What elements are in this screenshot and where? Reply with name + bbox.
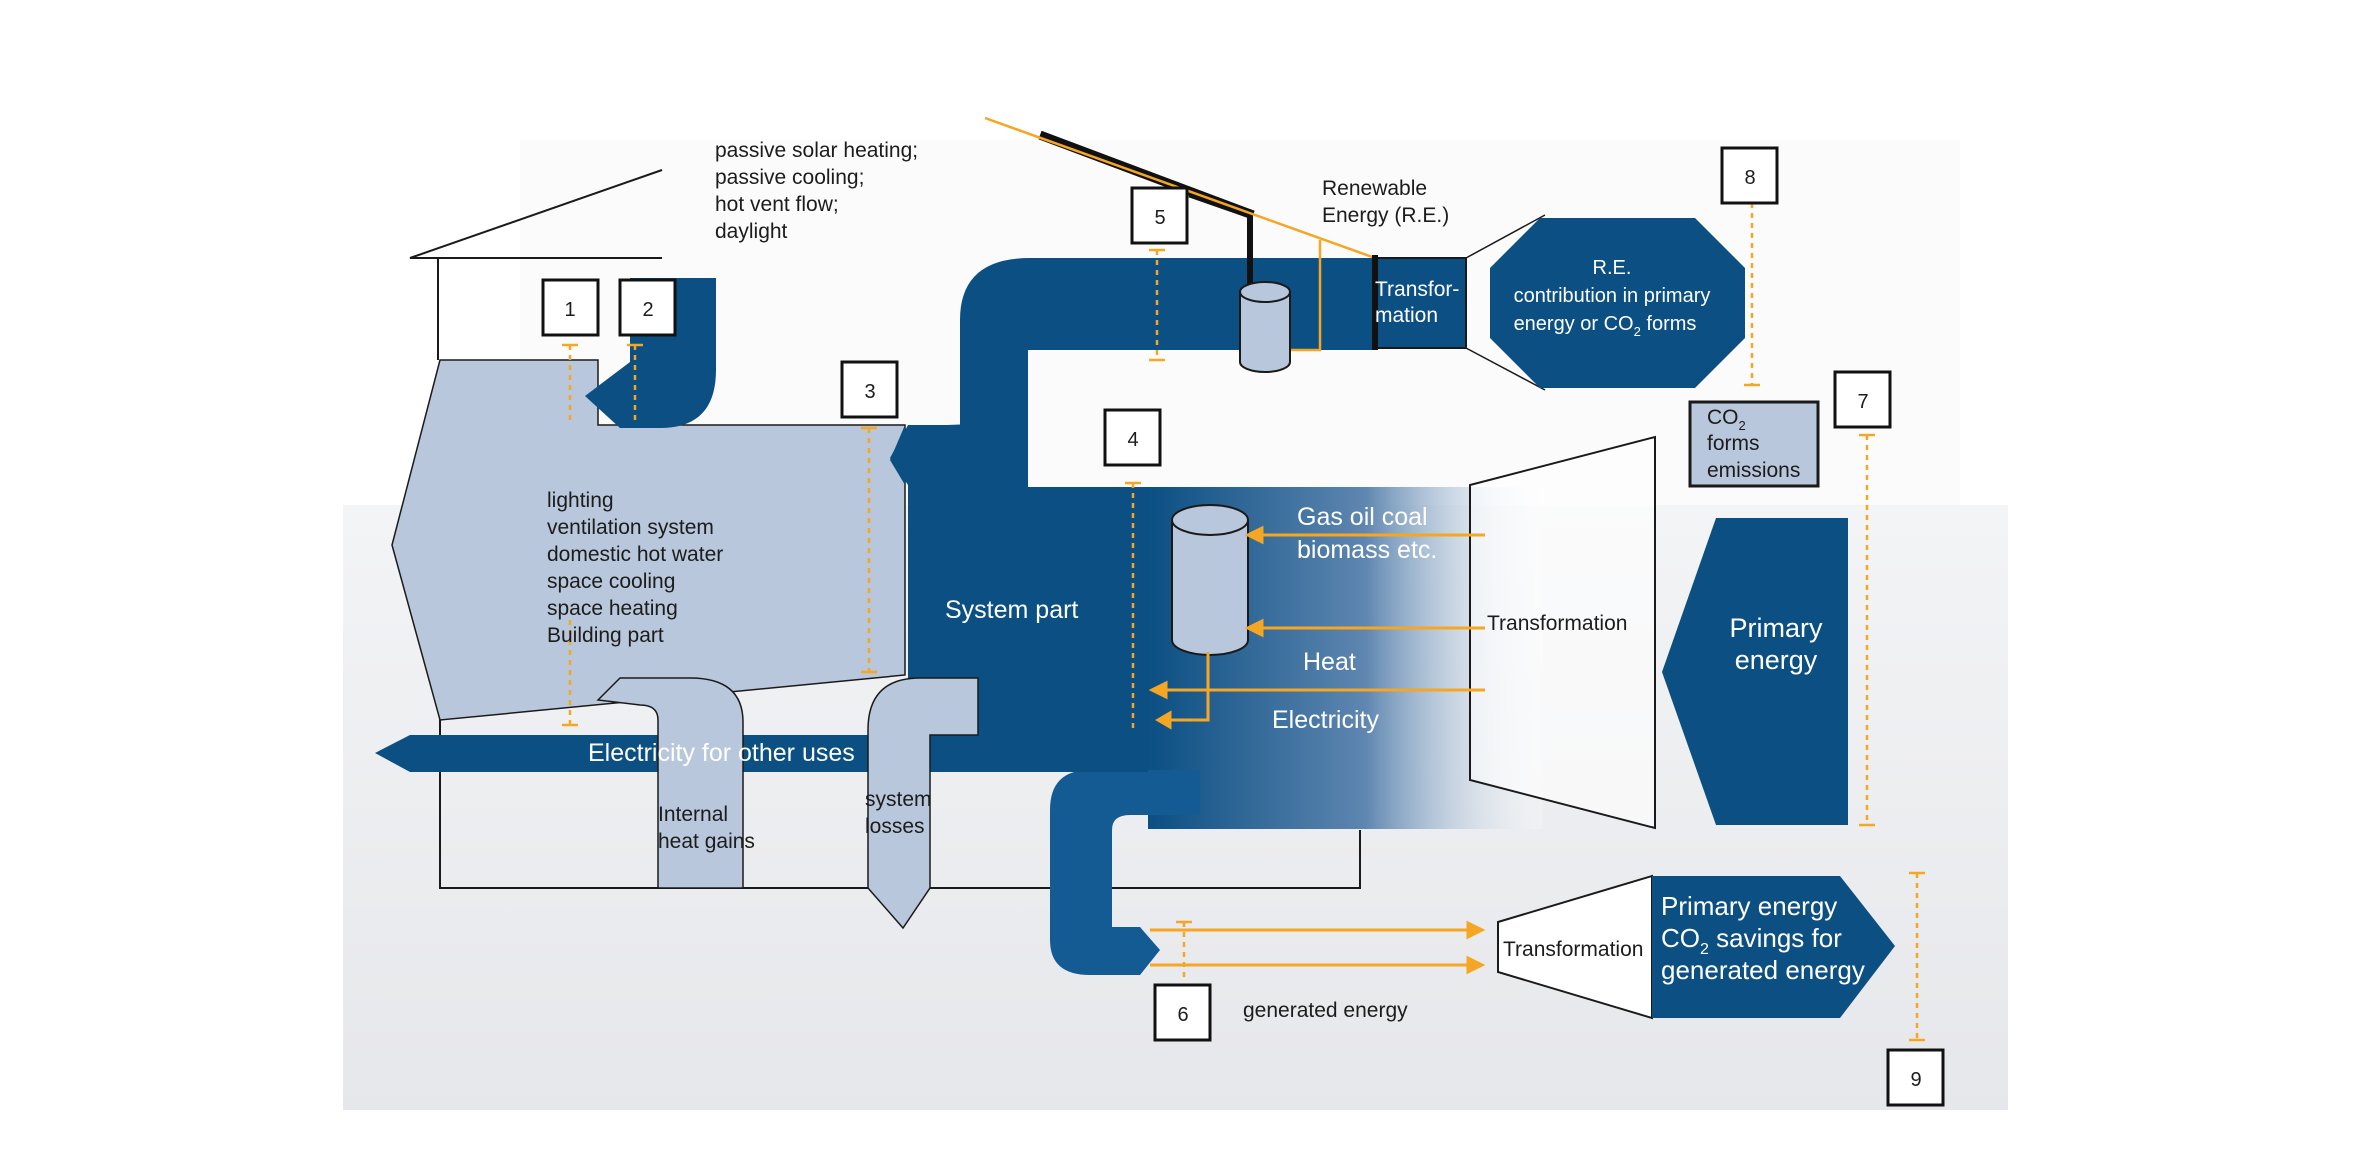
marker-box-6 xyxy=(1153,983,1212,1042)
transformation-top-line-1: Transfor- xyxy=(1375,278,1459,301)
marker-box-5 xyxy=(1130,186,1189,245)
marker-6: 6 xyxy=(1177,1004,1188,1026)
co2-box-line-1: CO2 xyxy=(1707,406,1746,433)
electricity-other-arrow xyxy=(375,735,1148,772)
primary-savings-line-2: CO2 savings for xyxy=(1661,923,1842,958)
passive-line-3: hot vent flow; xyxy=(715,193,839,216)
primary-savings-line-1: Primary energy xyxy=(1661,891,1837,921)
transformation-mid-label: Transformation xyxy=(1487,612,1627,635)
generated-energy-pipe xyxy=(1050,770,1200,975)
use-heating: space heating xyxy=(547,597,678,620)
internal-heat-gains-line-2: heat gains xyxy=(658,830,755,853)
marker-1: 1 xyxy=(564,299,575,321)
co2-box-line-2: forms xyxy=(1707,432,1760,455)
passive-line-4: daylight xyxy=(715,220,788,243)
use-cooling: space cooling xyxy=(547,570,675,593)
renewable-label-line-1: Renewable xyxy=(1322,177,1427,200)
co2-emissions-box xyxy=(1688,400,1820,488)
re-contribution-line-1: R.E. xyxy=(1593,257,1632,279)
marker-box-1 xyxy=(541,278,600,337)
marker-box-4 xyxy=(1103,408,1162,467)
primary-savings-line-3: generated energy xyxy=(1661,955,1865,985)
primary-savings-shape xyxy=(1652,876,1895,1018)
primary-energy-line-1: Primary xyxy=(1730,613,1823,643)
transformation-top-box xyxy=(1372,257,1467,349)
building-part-label: Building part xyxy=(547,624,664,647)
transformation-mid-trapezoid xyxy=(1469,435,1656,830)
system-losses-line-1: system xyxy=(865,788,932,811)
use-dhw: domestic hot water xyxy=(547,543,723,566)
re-contribution-line-3: energy or CO2 forms xyxy=(1514,313,1697,339)
system-part-block xyxy=(890,350,1148,770)
marker-8: 8 xyxy=(1744,167,1755,189)
solar-feed-line xyxy=(1290,240,1322,352)
marker-lines xyxy=(568,203,1919,1040)
re-contribution-line-2: contribution in primary xyxy=(1514,285,1711,307)
internal-heat-gains-arrow xyxy=(596,677,744,889)
internal-heat-gains-line-1: Internal xyxy=(658,803,728,826)
use-lighting: lighting xyxy=(547,489,614,512)
passive-line-1: passive solar heating; xyxy=(715,139,918,162)
marker-boxes xyxy=(541,146,1945,1107)
electricity-other-label: Electricity for other uses xyxy=(588,739,855,767)
building-uses-list: lighting ventilation system domestic hot… xyxy=(547,489,723,647)
system-part-label: System part xyxy=(945,596,1078,624)
passive-strategies-text: passive solar heating; passive cooling; … xyxy=(715,139,918,243)
carrier-heat: Heat xyxy=(1303,648,1356,676)
primary-energy-line-2: energy xyxy=(1735,645,1818,675)
marker-5: 5 xyxy=(1154,207,1165,229)
marker-box-3 xyxy=(840,360,899,419)
marker-box-7 xyxy=(1833,370,1892,429)
system-losses-arrow xyxy=(867,677,979,930)
marker-3: 3 xyxy=(864,381,875,403)
marker-4: 4 xyxy=(1127,429,1138,451)
marker-7: 7 xyxy=(1857,391,1868,413)
storage-tank-mid xyxy=(1171,504,1249,656)
marker-box-8 xyxy=(1720,146,1779,205)
co2-box-line-3: emissions xyxy=(1707,459,1800,482)
passive-inflow-arrow xyxy=(585,278,716,428)
carrier-electricity: Electricity xyxy=(1272,706,1379,734)
use-ventilation: ventilation system xyxy=(547,516,714,539)
renewable-label-line-2: Energy (R.E.) xyxy=(1322,204,1449,227)
primary-energy-shape xyxy=(1662,518,1848,825)
carrier-gas-line-1: Gas oil coal xyxy=(1297,503,1428,531)
system-losses-line-2: losses xyxy=(865,815,925,838)
building-part-shape xyxy=(391,359,906,721)
generated-energy-label: generated energy xyxy=(1243,999,1408,1022)
marker-box-9 xyxy=(1886,1048,1945,1107)
transformation-top-line-2: mation xyxy=(1375,304,1438,327)
marker-2: 2 xyxy=(642,299,653,321)
transformation-bottom-label: Transformation xyxy=(1503,938,1643,961)
carrier-arrows xyxy=(1148,525,1486,975)
marker-box-2 xyxy=(618,278,677,337)
carrier-gas-line-2: biomass etc. xyxy=(1297,536,1437,564)
marker-9: 9 xyxy=(1910,1069,1921,1091)
storage-tank-top xyxy=(1239,281,1291,373)
re-contribution-octagon xyxy=(1490,218,1745,388)
passive-line-2: passive cooling; xyxy=(715,166,864,189)
